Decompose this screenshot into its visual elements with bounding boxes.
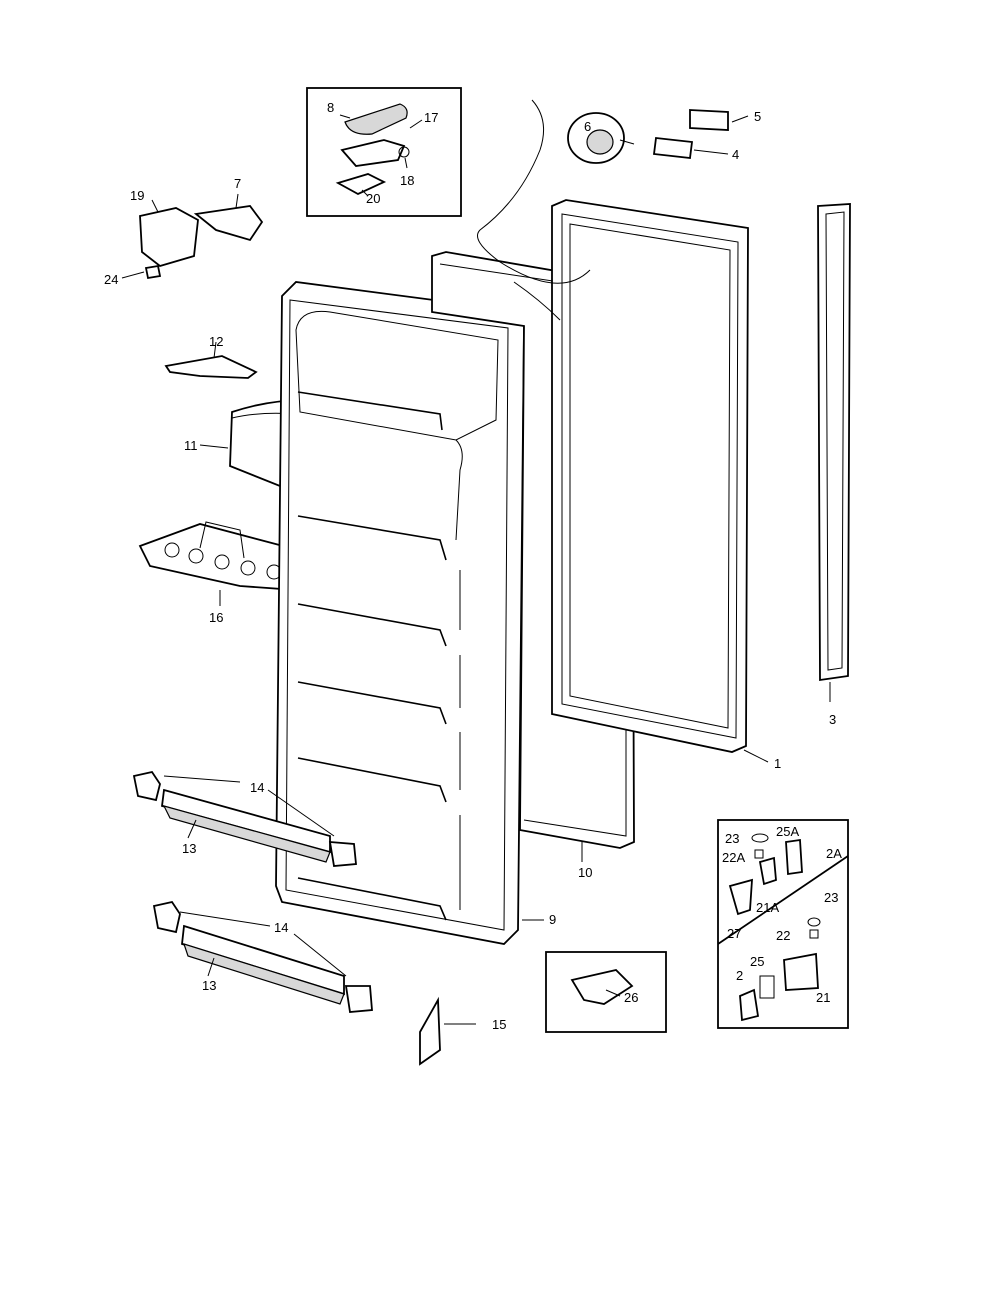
callout-14-lower: 14 [274, 920, 288, 935]
callout-25A: 25A [776, 824, 799, 839]
callout-22A: 22A [722, 850, 745, 865]
inset-box-top [306, 87, 462, 217]
part-9-door-liner [275, 281, 544, 945]
callout-2A: 2A [826, 846, 842, 861]
callout-21: 21 [816, 990, 830, 1005]
part-15-bracket [419, 996, 476, 1066]
callout-21A: 21A [756, 900, 779, 915]
wire-lead [477, 99, 591, 284]
callout-22: 22 [776, 928, 790, 943]
callout-23-upper: 23 [725, 831, 739, 846]
callout-1: 1 [774, 756, 781, 771]
callout-13-upper: 13 [182, 841, 196, 856]
callout-7: 7 [234, 176, 241, 191]
callout-23-lower: 23 [824, 890, 838, 905]
callout-8: 8 [327, 100, 334, 115]
hinge-parts-upper-left [121, 193, 264, 280]
door-bin-upper [132, 770, 357, 867]
callout-12: 12 [209, 334, 223, 349]
callout-24: 24 [104, 272, 118, 287]
callout-16: 16 [209, 610, 223, 625]
part-3-trim-strip [817, 203, 851, 702]
callout-17: 17 [424, 110, 438, 125]
inset-box-26 [545, 951, 667, 1033]
callout-13-lower: 13 [202, 978, 216, 993]
callout-4: 4 [732, 147, 739, 162]
callout-14-upper: 14 [250, 780, 264, 795]
callout-11: 11 [184, 438, 198, 453]
part-12-trim [164, 341, 258, 379]
callout-10: 10 [578, 865, 592, 880]
callout-18: 18 [400, 173, 414, 188]
callout-26: 26 [624, 990, 638, 1005]
callout-25: 25 [750, 954, 764, 969]
door-bin-lower [152, 900, 373, 1013]
callout-3: 3 [829, 712, 836, 727]
part-1-outer-door [551, 199, 769, 763]
light-and-cover-parts [567, 109, 749, 164]
callout-20: 20 [366, 191, 380, 206]
inset-box-hinge [717, 819, 849, 1029]
callout-15: 15 [492, 1017, 506, 1032]
callout-labels: 8 17 18 20 19 7 24 12 11 16 14 13 14 13 … [104, 100, 842, 1032]
callout-2: 2 [736, 968, 743, 983]
callout-9: 9 [549, 912, 556, 927]
callout-19: 19 [130, 188, 144, 203]
wire-lead-lower [513, 281, 561, 321]
callout-27: 27 [727, 926, 741, 941]
callout-5: 5 [754, 109, 761, 124]
callout-6: 6 [584, 119, 591, 134]
